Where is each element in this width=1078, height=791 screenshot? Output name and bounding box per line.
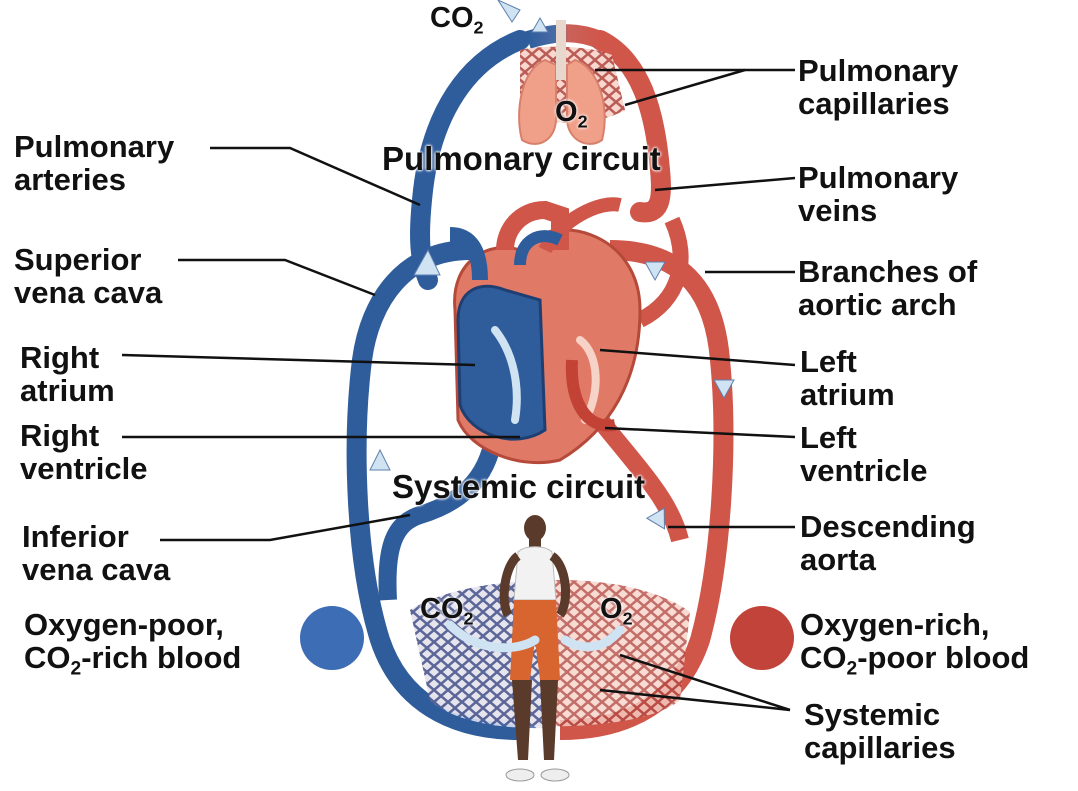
co2-subscript: 2: [464, 608, 474, 628]
label-line: Superior: [14, 243, 162, 276]
label-line: aortic arch: [798, 288, 977, 321]
leader-superior-vena-cava: [178, 260, 375, 295]
leader-pulmonary-veins: [655, 178, 795, 190]
label-right-atrium: Right atrium: [20, 341, 115, 407]
legend-line: Oxygen-poor,: [24, 608, 241, 641]
legend-line: CO2-poor blood: [800, 641, 1029, 674]
legend-oxygen-rich-swatch: [730, 606, 794, 670]
label-line: capillaries: [798, 87, 958, 120]
label-line: Left: [800, 345, 895, 378]
co2-text: CO: [430, 2, 474, 34]
label-line: Right: [20, 341, 115, 374]
label-line: Left: [800, 421, 928, 454]
label-inferior-vena-cava: Inferior vena cava: [22, 520, 170, 586]
label-line: ventricle: [20, 452, 148, 485]
leader-right-atrium: [122, 355, 475, 365]
label-branches-aortic-arch: Branches of aortic arch: [798, 255, 977, 321]
o2-label-tissues: O2: [600, 593, 633, 626]
label-line: atrium: [800, 378, 895, 411]
right-heart-chambers: [458, 286, 545, 439]
leader-left-ventricle: [605, 428, 795, 437]
label-left-ventricle: Left ventricle: [800, 421, 928, 487]
label-line: Pulmonary: [798, 54, 958, 87]
legend-co2-text: CO: [24, 640, 71, 675]
label-systemic-capillaries: Systemic capillaries: [804, 698, 956, 764]
o2-subscript: 2: [578, 111, 588, 131]
label-line: Pulmonary: [14, 130, 174, 163]
label-line: Branches of: [798, 255, 977, 288]
legend-line: CO2-rich blood: [24, 641, 241, 674]
legend-co2-subscript: 2: [71, 659, 82, 680]
co2-subscript: 2: [474, 17, 484, 37]
label-pulmonary-arteries: Pulmonary arteries: [14, 130, 174, 196]
label-left-atrium: Left atrium: [800, 345, 895, 411]
label-superior-vena-cava: Superior vena cava: [14, 243, 162, 309]
pulmonary-circuit-title: Pulmonary circuit: [382, 140, 661, 178]
co2-label-tissues: CO2: [420, 593, 474, 626]
legend-oxygen-poor-label: Oxygen-poor, CO2-rich blood: [24, 608, 241, 674]
leader-inferior-vena-cava: [160, 515, 410, 540]
label-pulmonary-capillaries: Pulmonary capillaries: [798, 54, 958, 120]
label-line: vena cava: [22, 553, 170, 586]
o2-label-lungs: O2: [555, 96, 588, 129]
label-line: Descending: [800, 510, 976, 543]
label-line: ventricle: [800, 454, 928, 487]
legend-co2-text: CO: [800, 640, 847, 675]
o2-text: O: [600, 593, 623, 625]
label-right-ventricle: Right ventricle: [20, 419, 148, 485]
o2-text: O: [555, 96, 578, 128]
systemic-circuit-title: Systemic circuit: [392, 468, 645, 506]
label-line: Inferior: [22, 520, 170, 553]
label-line: Systemic: [804, 698, 956, 731]
legend-line: Oxygen-rich,: [800, 608, 1029, 641]
label-descending-aorta: Descending aorta: [800, 510, 976, 576]
label-line: aorta: [800, 543, 976, 576]
label-line: capillaries: [804, 731, 956, 764]
legend-co2-subscript: 2: [847, 659, 858, 680]
label-line: vena cava: [14, 276, 162, 309]
legend-oxygen-rich-label: Oxygen-rich, CO2-poor blood: [800, 608, 1029, 674]
legend-suffix-text: -rich blood: [81, 640, 241, 675]
co2-label-lungs: CO2: [430, 2, 484, 35]
legend-oxygen-poor-swatch: [300, 606, 364, 670]
label-line: Right: [20, 419, 148, 452]
label-line: Pulmonary: [798, 161, 958, 194]
label-line: atrium: [20, 374, 115, 407]
o2-subscript: 2: [623, 608, 633, 628]
co2-text: CO: [420, 593, 464, 625]
label-line: arteries: [14, 163, 174, 196]
legend-suffix-text: -poor blood: [857, 640, 1029, 675]
label-pulmonary-veins: Pulmonary veins: [798, 161, 958, 227]
label-line: veins: [798, 194, 958, 227]
